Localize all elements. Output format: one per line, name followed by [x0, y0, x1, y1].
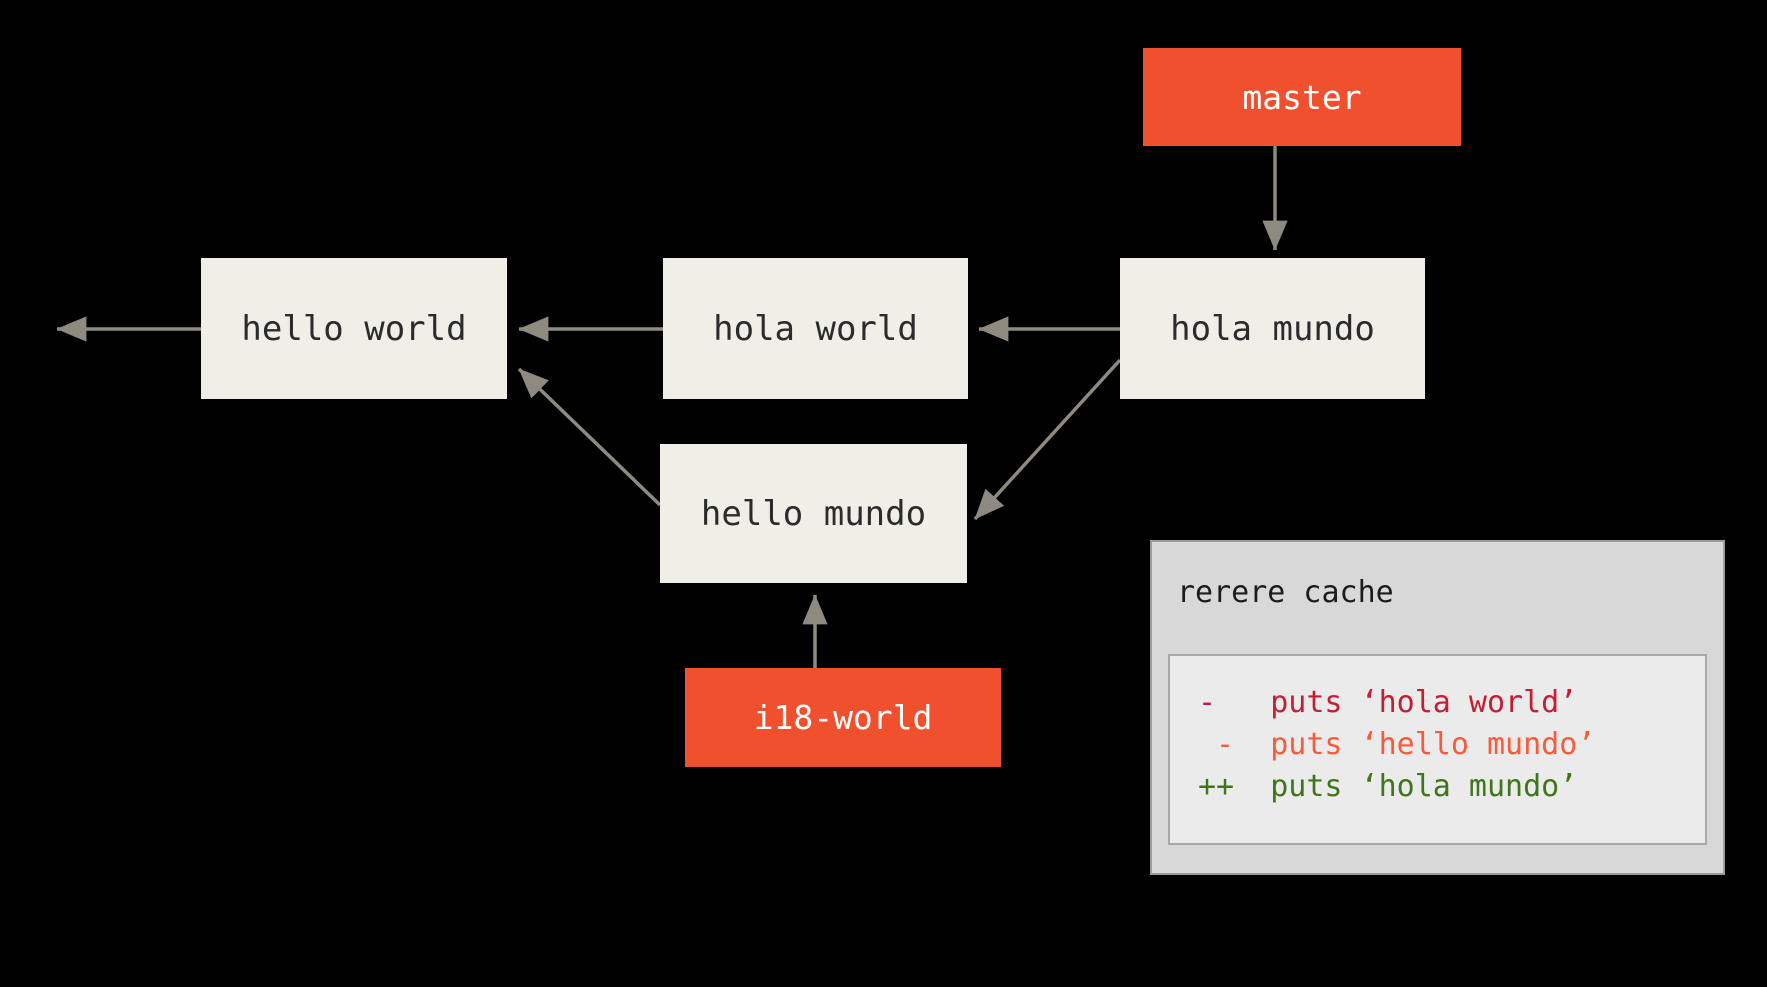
branch-label-i18-world-text: i18-world: [753, 698, 933, 737]
commit-hello-world: hello world: [201, 258, 507, 399]
commit-hello-mundo-text: hello mundo: [700, 493, 927, 534]
commit-hola-mundo-text: hola mundo: [1170, 308, 1375, 349]
commit-hola-world-text: hola world: [713, 308, 918, 349]
diff-line-added-hola-mundo: ++ puts ‘hola mundo’: [1198, 769, 1578, 804]
branch-label-master: master: [1143, 48, 1461, 146]
rerere-cache-title: rerere cache: [1177, 575, 1394, 610]
commit-hola-world: hola world: [663, 258, 968, 399]
arrow-hola-mundo-to-hello-mundo-icon: [973, 358, 1122, 521]
commit-hola-mundo: hola mundo: [1120, 258, 1425, 399]
branch-label-master-text: master: [1242, 77, 1362, 117]
diff-line-removed-hola-world: - puts ‘hola world’: [1198, 685, 1578, 720]
arrow-hello-mundo-to-hello-world-icon: [517, 367, 662, 507]
commit-hello-mundo: hello mundo: [660, 444, 967, 583]
rerere-diff: - puts ‘hola world’ - puts ‘hello mundo’…: [1170, 656, 1705, 808]
diff-line-removed-hello-mundo: - puts ‘hello mundo’: [1198, 727, 1596, 762]
rerere-diff-box: - puts ‘hola world’ - puts ‘hello mundo’…: [1168, 654, 1707, 845]
branch-label-i18-world: i18-world: [685, 668, 1001, 767]
commit-hello-world-text: hello world: [241, 308, 467, 349]
rerere-cache-panel: rerere cache - puts ‘hola world’ - puts …: [1150, 540, 1725, 875]
